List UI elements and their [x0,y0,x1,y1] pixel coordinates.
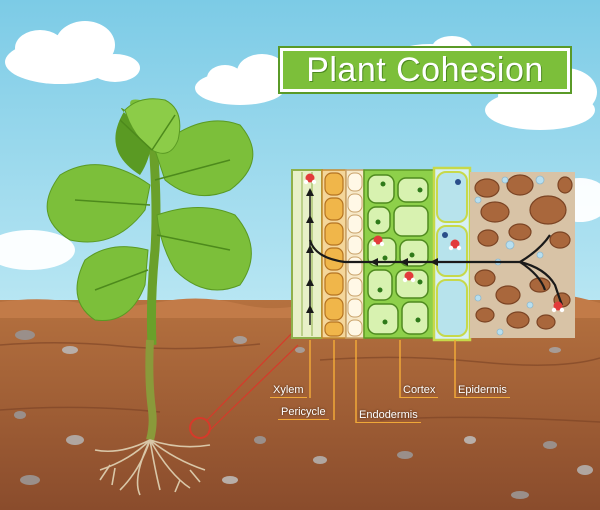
label-leader-lines [309,340,456,423]
plant-roots [94,439,211,496]
water-molecules [303,173,565,313]
zoom-line-top [206,329,296,421]
label-pericycle: Pericycle [278,406,329,420]
label-cortex: Cortex [400,384,439,398]
cloud-left [5,21,140,84]
label-endodermis: Endodermis [356,409,421,423]
title-banner: Plant Cohesion [280,48,570,92]
root-cross-section [291,166,575,342]
page-title: Plant Cohesion [306,50,544,89]
soil-layer-lines [0,341,600,423]
plant-leaves [46,98,254,322]
zoom-line-bottom [207,344,299,433]
label-xylem: Xylem [270,384,307,398]
label-epidermis: Epidermis [455,384,510,398]
root-zoom-circle [189,417,211,439]
water-flow-path [308,234,564,306]
cloud-middle [195,54,287,105]
soil-stones [14,330,593,499]
plant-root-stem [145,339,157,442]
plant-stem [146,129,161,346]
